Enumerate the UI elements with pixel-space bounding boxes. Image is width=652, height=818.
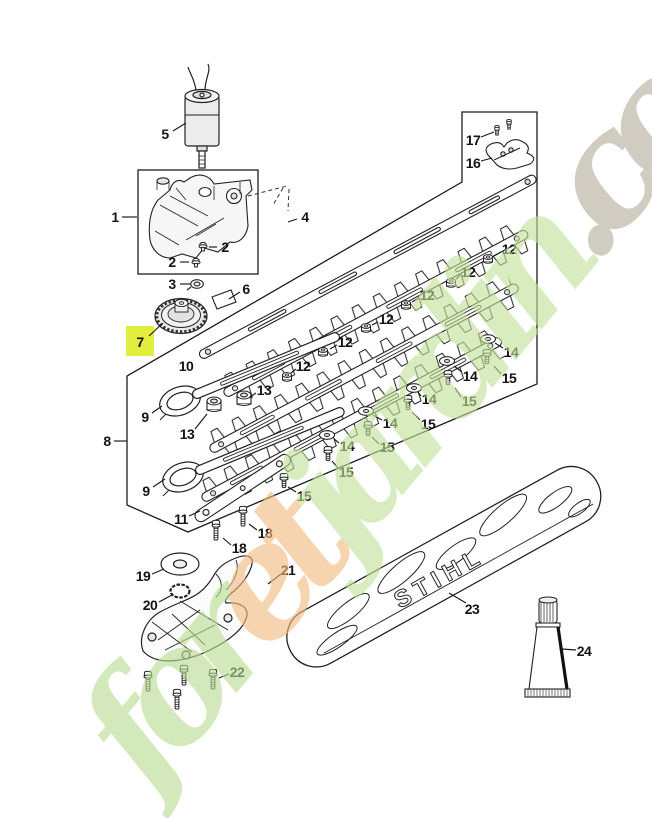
snap-ring [169,583,191,599]
leader-line-12 [290,368,297,374]
leader-line-21 [267,573,282,585]
leader-line-23 [448,592,467,604]
support-bar [194,453,291,523]
exploded-view-drawing: STIHL [114,63,602,710]
leader-line-12 [493,251,502,257]
leader-line-14 [417,391,422,397]
leader-line-12 [455,274,461,280]
screw-18-icon [211,519,221,541]
bolt-17-icon [494,124,500,136]
connecting-rod-lower [162,407,345,497]
leader-line-14 [453,365,463,373]
leader-line-14 [333,438,340,444]
nut-12-icon [318,347,328,357]
motor [184,63,220,169]
leader-line-9 [152,478,166,488]
bolt-17-icon [506,118,512,130]
cutter-blade-middle [204,269,525,467]
screw-22-icon [172,688,182,710]
leader-line-9 [151,405,163,414]
leader-line-15 [371,436,380,445]
leader-line-18 [222,537,232,546]
washer-14-icon [318,430,336,440]
nut-12-icon [483,254,493,264]
highlight-box [126,326,154,356]
screw-22-icon [143,670,153,692]
washer-14-icon [438,356,456,366]
nut-12-icon [401,300,411,310]
spacer-bushing [206,396,222,413]
leader-line-14 [372,414,383,421]
grease-tube [524,596,571,698]
nut-12-icon [282,372,292,382]
washer-14-icon [357,406,375,416]
leader-line-14 [494,342,504,349]
large-washer [160,552,200,576]
leader-line-17 [480,131,495,138]
washer-14-icon [479,334,497,344]
leader-line-15 [411,411,421,421]
washer-14-icon [405,383,423,393]
leader-line-22 [218,673,230,679]
leader-line-20 [158,594,173,603]
spacer-bushing [236,390,252,407]
blade-group-box [126,111,538,533]
screw-2-icon [191,257,201,268]
leader-line-24 [561,648,577,651]
leader-line-15 [331,460,339,469]
gear-wheel [154,297,208,335]
blade-carrier [485,139,535,170]
nut-12-icon [446,278,456,288]
leader-line-15 [493,365,502,375]
leader-line-12 [329,344,338,350]
bottom-cover [140,555,253,662]
leader-line-6 [228,291,241,300]
screw-22-icon [208,668,218,690]
gearbox-group-box [137,169,259,275]
leader-line-7 [148,322,164,337]
leader-line-13 [249,392,257,398]
screw-18-icon [238,505,248,527]
gearbox-housing [148,174,253,259]
blade-sheath: STIHL [286,465,602,668]
leader-line-12 [411,297,420,303]
leader-line-4 [287,218,298,223]
leader-line-12 [371,321,379,326]
guide-bar [198,174,537,359]
leader-line-11 [188,510,201,517]
lock-clip [186,279,204,291]
leader-lines [114,122,577,679]
nut-12-icon [361,323,371,333]
connecting-rod-upper [159,332,340,421]
leader-line-19 [151,568,165,575]
leader-line-16 [480,157,493,162]
leader-line-13 [194,413,208,430]
assembly-guide-dashes [247,185,290,212]
leader-line-18 [248,523,258,531]
leader-line-15 [287,486,297,493]
leader-line-5 [172,122,187,132]
screw-22-icon [179,664,189,686]
shim-plate [211,289,237,310]
leader-line-15 [454,387,462,398]
